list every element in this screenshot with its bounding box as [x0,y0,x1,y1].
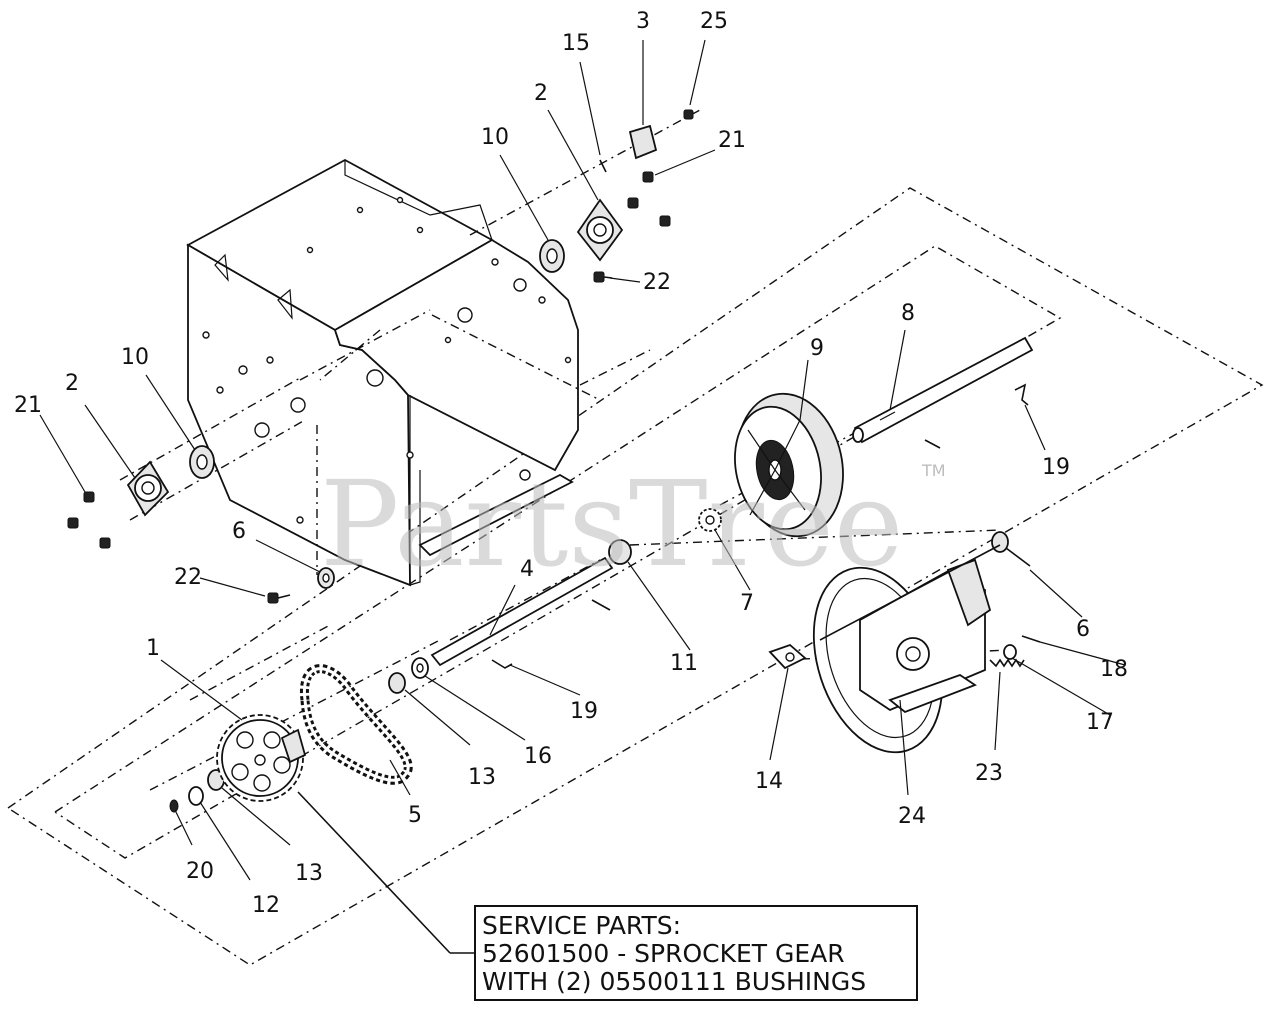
label-8: 8 [901,301,915,326]
flange-bearing-left [126,460,170,517]
label-1: 1 [146,636,160,661]
sprocket-gear-part-1 [216,714,307,802]
label-22-left: 22 [174,565,202,590]
label-2-right: 2 [534,81,548,106]
bearing-right [539,239,565,273]
bushing-right-6 [991,531,1031,567]
label-7: 7 [740,591,754,616]
label-17: 17 [1086,710,1114,735]
frame-holes [202,196,572,524]
washer-part-12 [188,786,204,806]
pin-part-15 [599,159,607,173]
hairpin-part-19-upper [924,383,1029,449]
label-20: 20 [186,859,214,884]
label-5: 5 [408,803,422,828]
label-24: 24 [898,804,926,829]
assembly-boundary [7,187,1264,966]
label-19-right: 19 [1042,455,1070,480]
label-23: 23 [975,761,1003,786]
spacer-part-11 [608,539,632,565]
pin-part-18 [1021,635,1041,643]
callout-labels: 25 3 15 2 10 21 22 8 9 10 2 21 19 6 22 4… [14,9,1128,918]
label-15: 15 [562,31,590,56]
clip-part-3 [628,124,658,160]
label-10-right: 10 [481,125,509,150]
clip-part-20 [169,799,179,813]
link-part-14 [768,643,807,670]
friction-wheel-part-9 [734,392,844,538]
label-16: 16 [524,744,552,769]
label-9: 9 [810,336,824,361]
bearing-left [189,445,215,479]
label-11: 11 [670,651,698,676]
label-21-left: 21 [14,393,42,418]
service-parts-title: SERVICE PARTS: [482,911,681,940]
label-6-left: 6 [232,519,246,544]
label-3: 3 [636,9,650,34]
label-22-right: 22 [643,270,671,295]
chain-part-5 [299,664,413,785]
label-13-upper: 13 [468,765,496,790]
flange-bearing-right [576,198,624,262]
label-21-right: 21 [718,128,746,153]
drive-plate-assembly-part-24 [812,544,1001,754]
washer-part-16 [411,657,429,679]
label-4: 4 [520,557,534,582]
label-25: 25 [700,9,728,34]
bushing-left-6 [317,567,335,589]
bushing-part-13-upper [388,672,406,694]
service-parts-line-2: 52601500 - SPROCKET GEAR [482,939,845,968]
watermark-trademark: TM [921,461,946,480]
small-sprocket-part-7 [698,508,722,532]
shaft-part-4 [430,556,614,667]
bolts [67,109,694,604]
washer-part-17 [1003,644,1017,660]
hex-shaft-part-8 [852,336,1034,444]
label-14: 14 [755,769,783,794]
watermark-text: PartsTree [320,455,904,593]
hairpin-part-19-lower [491,599,611,669]
label-18: 18 [1100,657,1128,682]
spring-part-23 [989,658,1025,668]
leader-lines [39,39,1126,954]
label-2-left: 2 [65,371,79,396]
frame-housing [186,158,579,587]
label-12: 12 [252,893,280,918]
label-13-lower: 13 [295,861,323,886]
service-parts-box: SERVICE PARTS: 52601500 - SPROCKET GEAR … [474,905,918,1001]
service-parts-line-3: WITH (2) 05500111 BUSHINGS [482,967,866,996]
label-10-left: 10 [121,345,149,370]
label-6-right: 6 [1076,617,1090,642]
label-19-left: 19 [570,699,598,724]
